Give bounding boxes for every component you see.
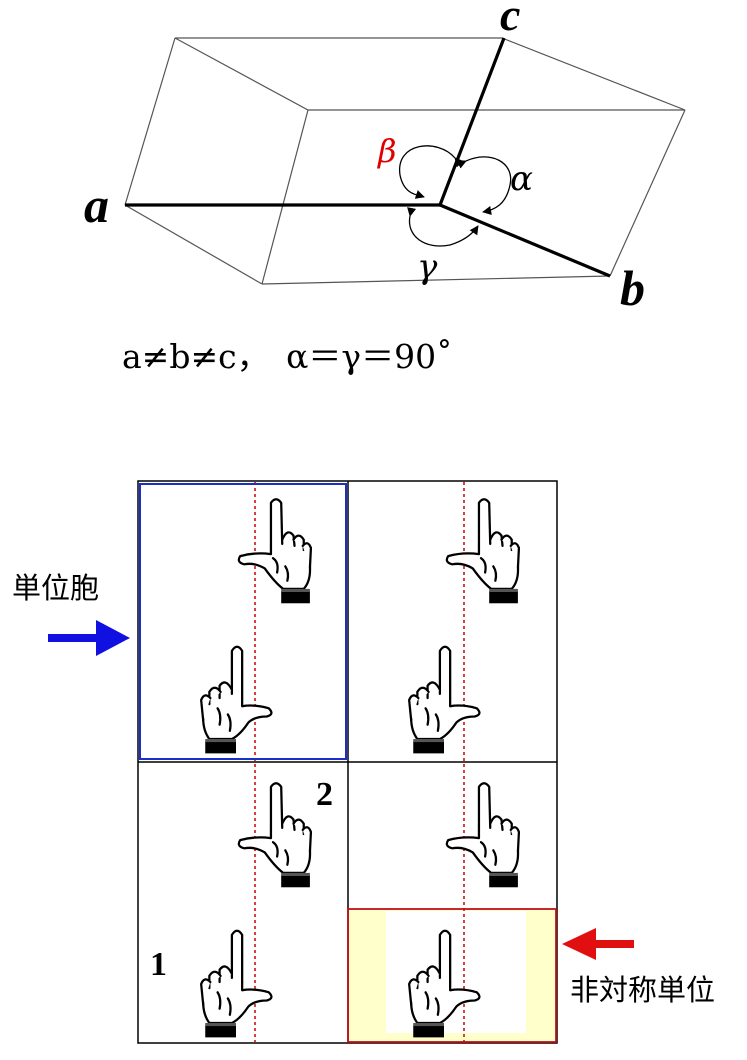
box-face-top	[174, 37, 686, 111]
box-edge	[124, 37, 176, 206]
hand-thumb-left-icon	[200, 645, 273, 754]
box-edge	[261, 109, 309, 285]
axis-b	[439, 203, 611, 278]
angle-label-alpha: α	[510, 159, 533, 199]
box-edge	[124, 204, 263, 285]
asym-unit-arrow	[562, 928, 634, 960]
motif-label-2: 2	[316, 776, 333, 813]
asym-unit-label: 非対称単位	[570, 973, 715, 1007]
hand-pointing-up-icon	[237, 782, 313, 889]
unit-cell-border	[139, 483, 347, 760]
crystal-box	[124, 37, 686, 285]
motif-label-1: 1	[150, 946, 167, 983]
hand-pointing-up-icon	[445, 782, 521, 889]
asym-unit-border	[347, 908, 557, 1043]
beta-arc	[399, 145, 464, 199]
unit-cell-label: 単位胞	[12, 571, 99, 605]
axis-label-b: b	[620, 260, 645, 316]
unit-cell-arrow	[48, 620, 130, 656]
angle-arcs	[399, 145, 512, 247]
box-edge	[609, 109, 686, 277]
asym-unit-inner-fill	[386, 911, 526, 1033]
angle-label-beta: β	[377, 132, 397, 170]
axis-label-c: c	[500, 0, 520, 40]
axis-label-a: a	[84, 177, 109, 233]
gamma-arc	[407, 207, 479, 247]
box-edge	[261, 275, 611, 285]
hand-pointing-up-icon	[445, 498, 521, 605]
axis-c	[438, 37, 506, 206]
alpha-arc	[456, 156, 512, 216]
hand-thumb-left-icon	[408, 645, 481, 754]
hand-thumb-left-icon	[200, 929, 273, 1038]
angle-label-gamma: γ	[417, 247, 438, 287]
lattice-formula: a≠b≠c， α＝γ＝90˚	[122, 337, 453, 376]
crystal-axes	[125, 37, 611, 278]
hand-pointing-up-icon	[237, 498, 313, 605]
